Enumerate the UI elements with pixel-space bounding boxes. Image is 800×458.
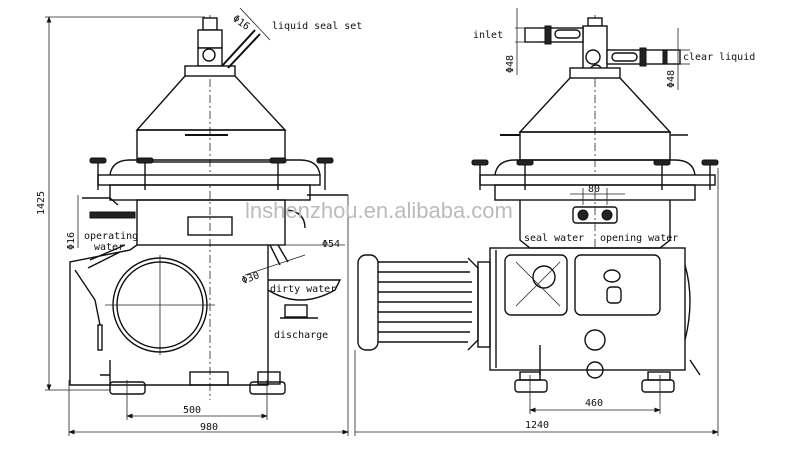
liquid-seal-label: liquid seal set — [272, 21, 362, 32]
width-500-label: 500 — [183, 405, 201, 416]
seal-water-label: seal water — [524, 233, 584, 244]
liquid-seal-fitting — [184, 17, 261, 77]
width-980-label: 980 — [200, 422, 218, 433]
operating-water-label: operating — [84, 231, 138, 242]
inlet-dia-label: Φ48 — [505, 55, 516, 73]
inlet-outlet-pipes — [515, 8, 690, 90]
discharge-chute — [267, 194, 348, 319]
spacing-80-label: 80 — [588, 184, 600, 195]
front-view: inlet Φ48 clear liquid Φ48 80 seal water… — [354, 8, 755, 436]
discharge-label: discharge — [274, 330, 328, 341]
operating-water-label-2: water — [94, 242, 124, 253]
dia54-label: Φ54 — [322, 239, 340, 250]
dimension-lines — [354, 168, 719, 436]
clear-liquid-dia-label: Φ48 — [666, 70, 677, 88]
operating-water-pipe — [77, 195, 136, 248]
opening-water-label: opening water — [600, 233, 678, 244]
dimension-lines — [45, 7, 349, 436]
water-valves — [570, 188, 625, 224]
base — [109, 371, 286, 395]
watermark: lnshenzhou.en.alibaba.com — [245, 198, 513, 223]
dirty-water-label: dirty water — [270, 284, 336, 295]
height-dimension: 1425 — [36, 191, 47, 215]
bowl-housing — [136, 199, 286, 246]
inlet-label: inlet — [473, 30, 503, 41]
width-460-label: 460 — [585, 398, 603, 409]
operating-water-dia-label: Φ16 — [66, 232, 77, 250]
frame — [69, 244, 269, 386]
motor — [357, 254, 491, 351]
bowl-cover — [135, 75, 287, 163]
dia30-label: Φ30 — [240, 270, 261, 287]
clear-liquid-label: clear liquid — [683, 52, 755, 63]
width-1240-label: 1240 — [525, 420, 549, 431]
lid-flange — [89, 157, 334, 201]
gearbox — [489, 247, 701, 379]
lid-flange — [471, 159, 719, 201]
nameplate — [187, 216, 233, 236]
base — [514, 371, 675, 393]
